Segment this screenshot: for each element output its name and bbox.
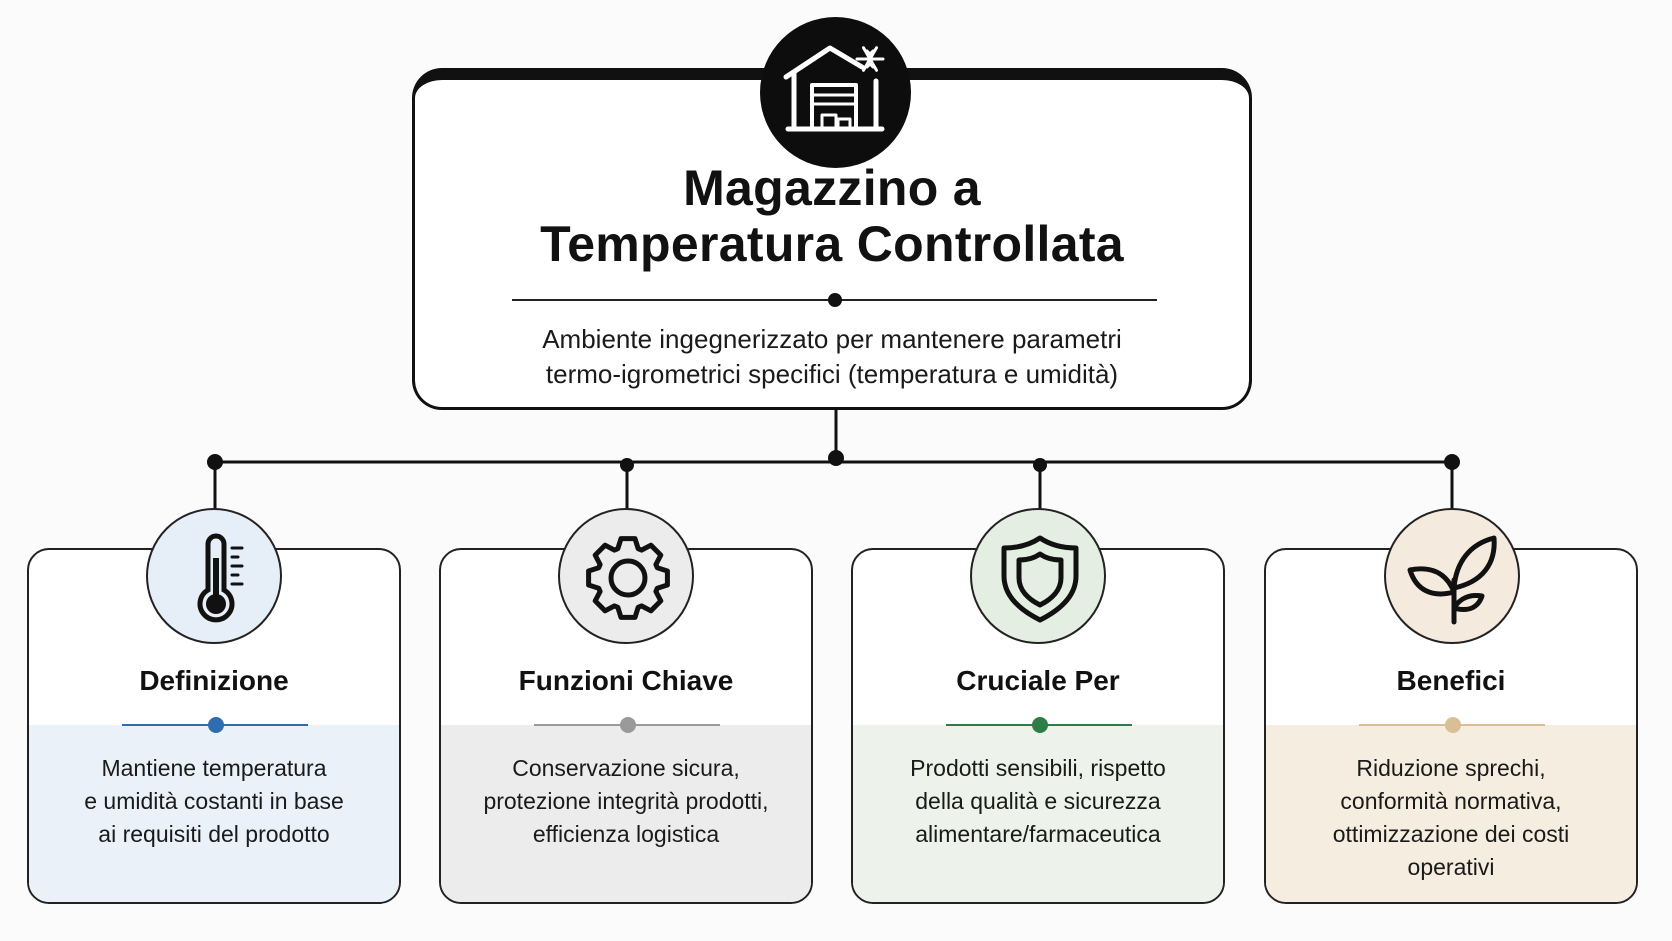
junction-dot-4 [1444, 454, 1460, 470]
main-subtitle-line-2: termo-igrometrici specifici (temperatura… [545, 359, 1119, 389]
card-description: Riduzione sprechi, conformità normativa,… [1276, 752, 1626, 884]
junction-dot-3 [1033, 458, 1047, 472]
main-divider [512, 293, 1157, 307]
card-title: Benefici [1396, 665, 1506, 696]
main-title-line-1: Magazzino a [683, 160, 981, 216]
card-description: Prodotti sensibili, rispetto della quali… [863, 752, 1213, 851]
card-text-line: della qualità e sicurezza [915, 788, 1161, 814]
card-tint [853, 725, 1223, 902]
card-text-line: Prodotti sensibili, rispetto [910, 755, 1166, 781]
junction-dot-center [828, 450, 844, 466]
cold-storage-warehouse-icon [760, 17, 911, 168]
card-tint [29, 725, 399, 902]
card-title: Definizione [139, 665, 289, 696]
card-description: Mantiene temperatura e umidità costanti … [39, 752, 389, 851]
card-title: Cruciale Per [956, 665, 1120, 696]
card-text-line: ottimizzazione dei costi [1332, 821, 1570, 847]
card-text-line: alimentare/farmaceutica [915, 821, 1161, 847]
card-text-line: conformità normativa, [1340, 788, 1562, 814]
card-description: Conservazione sicura, protezione integri… [451, 752, 801, 851]
junction-dot-2 [620, 458, 634, 472]
card-tint [441, 725, 811, 902]
card-divider-dot [208, 717, 224, 733]
leaf-plant-icon [1384, 508, 1520, 644]
card-text-line: Riduzione sprechi, [1356, 755, 1546, 781]
card-benefici: Benefici Riduzione sprechi, conformità n… [1264, 548, 1638, 904]
card-tint [1266, 725, 1636, 902]
card-text-line: operativi [1407, 854, 1495, 880]
main-subtitle: Ambiente ingegnerizzato per mantenere pa… [412, 322, 1252, 392]
thermometer-icon [146, 508, 282, 644]
card-text-line: efficienza logistica [532, 821, 720, 847]
card-text-line: protezione integrità prodotti, [483, 788, 769, 814]
shield-icon [970, 508, 1106, 644]
card-text-line: Mantiene temperatura [101, 755, 327, 781]
card-divider-dot [1445, 717, 1461, 733]
card-divider-dot [620, 717, 636, 733]
junction-dot-1 [207, 454, 223, 470]
main-title: Magazzino a Temperatura Controllata [412, 160, 1252, 272]
card-title: Funzioni Chiave [518, 665, 734, 696]
gear-icon [558, 508, 694, 644]
main-title-line-2: Temperatura Controllata [540, 216, 1124, 272]
main-subtitle-line-1: Ambiente ingegnerizzato per mantenere pa… [542, 324, 1122, 354]
card-definizione: Definizione Mantiene temperatura e umidi… [27, 548, 401, 904]
card-text-line: ai requisiti del prodotto [98, 821, 330, 847]
card-text-line: e umidità costanti in base [84, 788, 344, 814]
card-divider-dot [1032, 717, 1048, 733]
card-text-line: Conservazione sicura, [512, 755, 740, 781]
